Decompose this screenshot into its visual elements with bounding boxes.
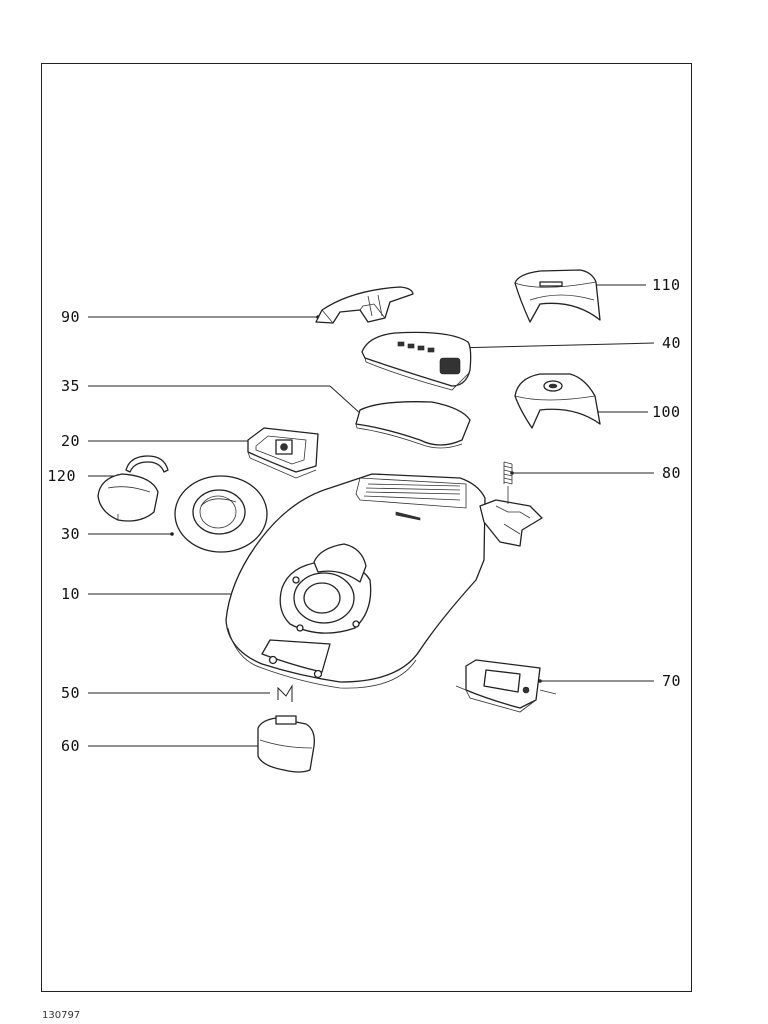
drawing-frame: [41, 63, 692, 992]
callout-70: 70: [662, 672, 682, 690]
leader-lines-left: [88, 316, 363, 747]
leader-lines-right: [454, 284, 655, 682]
part-90-handle-cover: [315, 286, 414, 324]
part-100-button-cap: [514, 373, 601, 429]
part-80-spring: [503, 461, 513, 504]
callout-30: 30: [60, 525, 80, 543]
callout-60: 60: [60, 737, 80, 755]
part-10-main-housing: [225, 473, 543, 689]
callout-110: 110: [652, 276, 681, 294]
callout-40: 40: [662, 334, 682, 352]
document-number: 130797: [42, 1010, 81, 1021]
part-50-spring-clip: [277, 684, 293, 702]
part-20-filter-cassette: [247, 427, 319, 479]
part-35-filter-pad: [355, 401, 471, 449]
callout-100: 100: [652, 403, 681, 421]
part-120-clip-cap: [97, 455, 169, 522]
part-70-switch-plate: [455, 659, 557, 713]
callout-20: 20: [60, 432, 80, 450]
part-60-flap: [257, 715, 315, 773]
callout-50: 50: [60, 684, 80, 702]
part-30-ring-gasket: [174, 475, 268, 553]
part-110-button-cap: [514, 269, 601, 323]
callout-90: 90: [60, 308, 80, 326]
callout-120: 120: [47, 467, 76, 485]
callout-80: 80: [662, 464, 682, 482]
part-40-grille-panel: [361, 331, 472, 391]
callout-10: 10: [60, 585, 80, 603]
callout-35: 35: [60, 377, 80, 395]
